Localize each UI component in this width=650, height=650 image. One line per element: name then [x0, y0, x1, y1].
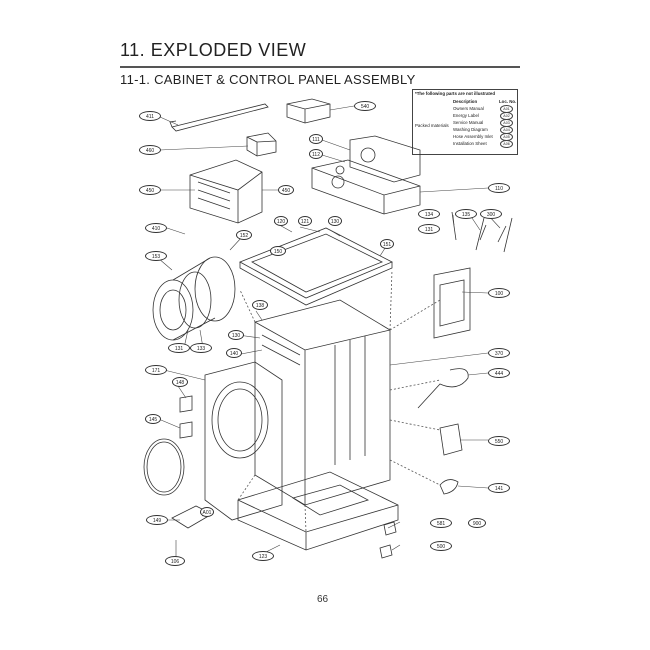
callout: 410	[145, 223, 167, 233]
callout: 141	[488, 483, 510, 493]
callout: 111	[309, 134, 323, 144]
page-number: 66	[317, 594, 329, 605]
callout: 300	[480, 209, 502, 219]
wire-bracket-part	[169, 103, 269, 132]
callout: 460	[139, 145, 161, 155]
callout: 121	[298, 216, 312, 226]
callout: 100	[488, 288, 510, 298]
legend-row-desc: Owners Manual	[453, 106, 484, 111]
callout: 130	[228, 330, 244, 340]
section-title: 11-1. CABINET & CONTROL PANEL ASSEMBLY	[120, 72, 416, 87]
callout: 500	[430, 541, 452, 551]
leader-lines	[157, 105, 501, 561]
callout: 540	[354, 101, 376, 111]
control-panel-part	[311, 135, 421, 215]
callout: 149	[146, 515, 168, 525]
legend-row-desc: Hose Assembly Inlet	[453, 134, 493, 139]
callout: 138	[252, 300, 268, 310]
page-title: 11. EXPLODED VIEW	[120, 40, 307, 60]
callout: A01	[200, 507, 214, 517]
callout: 120	[274, 216, 288, 226]
legend-row: Installation Sheet A06	[453, 140, 513, 148]
pcb-small-part	[246, 132, 277, 157]
callout: 131	[168, 343, 190, 353]
legend-group-label: Packed materials	[415, 123, 449, 128]
callout: 150	[270, 246, 286, 256]
legend-col-description: Description	[453, 99, 478, 104]
callout: 106	[165, 556, 185, 566]
base-part	[237, 471, 399, 551]
tub-part	[152, 256, 236, 341]
callout: 450	[139, 185, 161, 195]
legend-box: *The following parts are not illustrated…	[412, 89, 518, 155]
callout: 171	[145, 365, 167, 375]
callout: 133	[190, 343, 212, 353]
legend-col-loc: Loc. No.	[499, 99, 517, 104]
callout: 450	[278, 185, 294, 195]
control-pcb-part	[189, 159, 263, 224]
callout: 550	[488, 436, 510, 446]
legend-title: *The following parts are not illustrated	[415, 91, 496, 96]
callout: 151	[380, 239, 394, 249]
callout: 900	[468, 518, 486, 528]
callout: 411	[139, 111, 161, 121]
hinge-part	[179, 395, 193, 439]
callout: 148	[172, 377, 188, 387]
callout: 370	[488, 348, 510, 358]
explosion-lines	[237, 269, 441, 533]
callout: 123	[252, 551, 274, 561]
callout: 130	[328, 216, 342, 226]
feet-part	[379, 521, 397, 559]
legend-row-desc: Installation Sheet	[453, 141, 487, 146]
callout: 153	[145, 251, 167, 261]
legend-row-desc: Energy Label	[453, 113, 479, 118]
callout: 112	[309, 149, 323, 159]
callout: 444	[488, 368, 510, 378]
callout: 135	[455, 209, 477, 219]
top-plate-part	[239, 227, 393, 306]
callout: 110	[488, 183, 510, 193]
legend-row-desc: Washing Diagram	[453, 127, 488, 132]
title-rule	[120, 66, 520, 68]
sensor-module-part	[286, 98, 331, 124]
door-gasket-part	[143, 438, 185, 496]
callout: 152	[236, 230, 252, 240]
callout: 131	[418, 224, 440, 234]
callout: 140	[226, 348, 242, 358]
callout: 145	[145, 414, 161, 424]
right-parts	[417, 211, 513, 495]
callout: 581	[430, 518, 452, 528]
legend-row-desc: Service Manual	[453, 120, 484, 125]
callout: 134	[418, 209, 440, 219]
legend-row-code: A06	[500, 140, 513, 148]
front-panel-part	[204, 361, 283, 521]
